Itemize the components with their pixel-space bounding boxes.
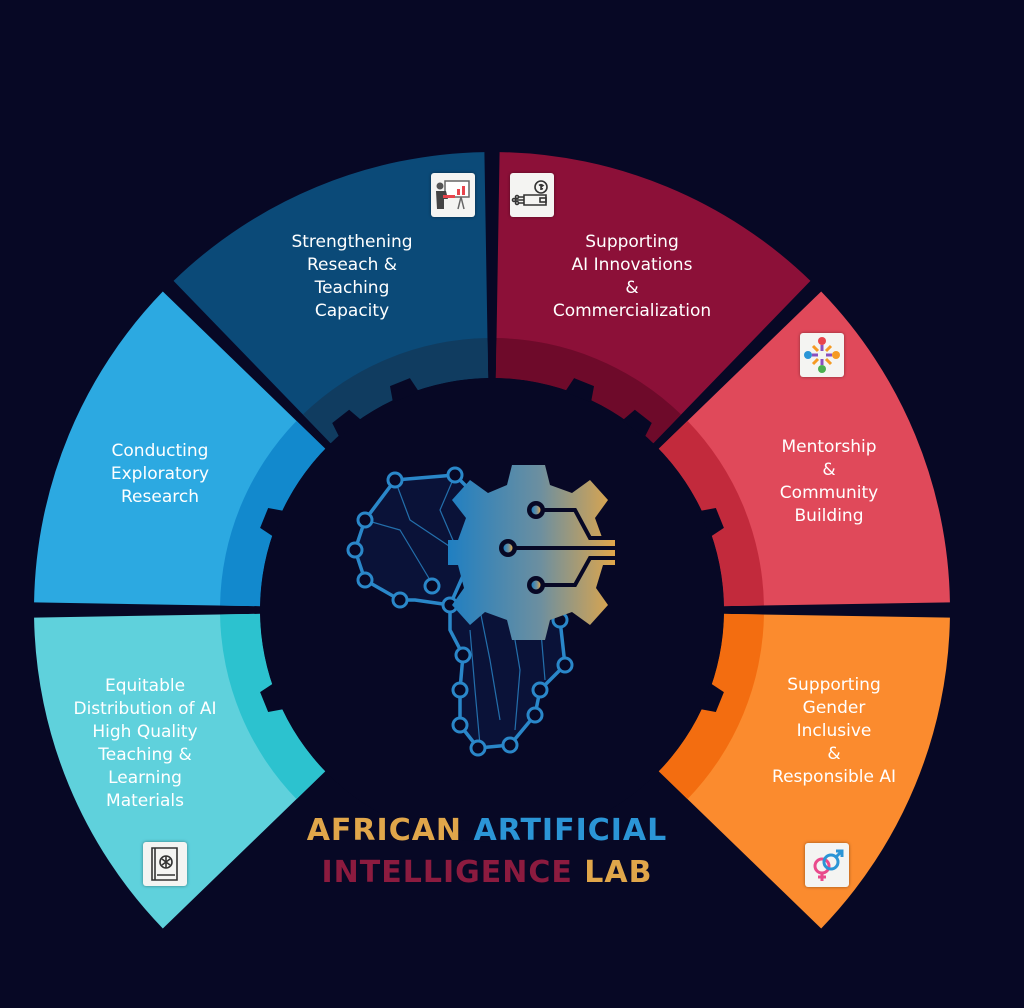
gear-icon <box>448 465 615 640</box>
segment-label-equitable: Equitable Distribution of AI High Qualit… <box>73 676 217 811</box>
lab-title-word-african: AFRICAN <box>306 813 463 848</box>
lab-title-line-1: AFRICAN ARTIFICIAL <box>262 814 712 848</box>
presentation-chart-icon <box>431 173 475 217</box>
lab-title-line-2: INTELLIGENCE LAB <box>262 856 712 890</box>
lab-title-word-artificial: ARTIFICIAL <box>473 813 668 848</box>
hub-tooth <box>699 507 724 538</box>
hub-tooth <box>260 682 285 713</box>
gender-symbols-icon <box>805 843 849 887</box>
lab-title-word-lab: LAB <box>584 855 653 890</box>
community-people-icon <box>800 333 844 377</box>
hub-tooth <box>564 378 595 403</box>
hub-tooth <box>699 682 724 713</box>
ai-book-icon <box>143 842 187 886</box>
lab-title-word-intelligence: INTELLIGENCE <box>321 855 573 890</box>
hub-tooth <box>389 378 420 403</box>
segment-label-supporting-ai: Supporting AI Innovations & Commercializ… <box>552 232 712 321</box>
hub-tooth <box>332 409 362 438</box>
segment-label-exploratory: Conducting Exploratory Research <box>110 441 210 507</box>
hub-tooth <box>622 409 652 438</box>
segment-label-strengthening: Strengthening Reseach & Teaching Capacit… <box>291 232 413 321</box>
money-circuit-icon <box>510 173 554 217</box>
segment-label-gender: Supporting Gender Inclusive & Responsibl… <box>772 675 896 787</box>
segment-label-mentorship: Mentorship & Community Building <box>779 437 879 526</box>
hub-tooth <box>260 507 285 538</box>
